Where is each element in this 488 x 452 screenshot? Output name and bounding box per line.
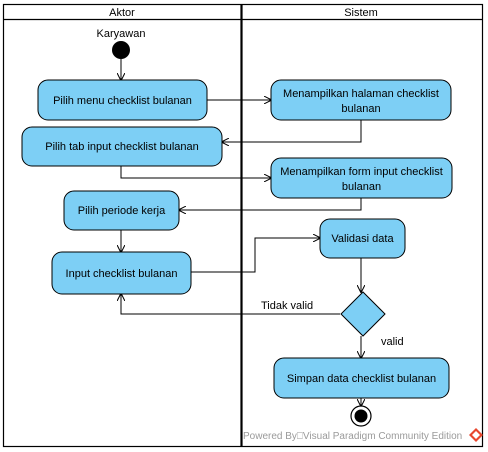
action-tampil-halaman-label-line2: bulanan	[341, 103, 380, 115]
end-node	[350, 405, 372, 427]
action-tampil-halaman: Menampilkan halaman checklist bulanan	[270, 79, 452, 121]
action-pilih-tab-label: Pilih tab input checklist bulanan	[45, 141, 198, 153]
lane-header-sistem: Sistem	[344, 7, 378, 19]
action-pilih-tab: Pilih tab input checklist bulanan	[21, 126, 223, 167]
guard-tidak-valid: Tidak valid	[261, 300, 313, 312]
flow-pilih-tab-to-tampil-form	[120, 166, 271, 178]
lane-header-aktor: Aktor	[109, 7, 135, 19]
action-tampil-form-label-line2: bulanan	[342, 181, 381, 193]
visual-paradigm-logo-icon	[469, 428, 483, 442]
action-pilih-menu: Pilih menu checklist bulanan	[37, 79, 208, 121]
action-simpan: Simpan data checklist bulanan	[273, 357, 450, 399]
action-pilih-periode-label: Pilih periode kerja	[78, 205, 166, 217]
flow-input-to-validasi	[191, 238, 320, 273]
flow-decision-to-input-tidak-valid	[121, 294, 340, 315]
action-tampil-form: Menampilkan form input checklist bulanan	[270, 157, 453, 199]
action-tampil-form-label-line1: Menampilkan form input checklist	[280, 166, 443, 178]
action-pilih-periode: Pilih periode kerja	[63, 190, 180, 231]
action-simpan-label: Simpan data checklist bulanan	[287, 373, 436, 385]
start-node-label: Karyawan	[97, 28, 146, 40]
decision-node	[340, 291, 386, 337]
action-input-checklist: Input checklist bulanan	[51, 251, 192, 295]
flow-tampil-halaman-to-pilih-tab	[222, 120, 362, 142]
watermark-text: Powered By⎕Visual Paradigm Community Edi…	[243, 431, 462, 442]
action-tampil-halaman-label-line1: Menampilkan halaman checklist	[283, 88, 439, 100]
action-validasi: Validasi data	[319, 218, 406, 259]
action-input-checklist-label: Input checklist bulanan	[66, 268, 178, 280]
control-flows	[121, 59, 361, 406]
start-node	[112, 41, 130, 59]
action-validasi-label: Validasi data	[331, 233, 394, 245]
flow-tampil-form-to-pilih-periode	[179, 198, 362, 210]
action-pilih-menu-label: Pilih menu checklist bulanan	[53, 95, 192, 107]
guard-valid: valid	[381, 336, 404, 348]
